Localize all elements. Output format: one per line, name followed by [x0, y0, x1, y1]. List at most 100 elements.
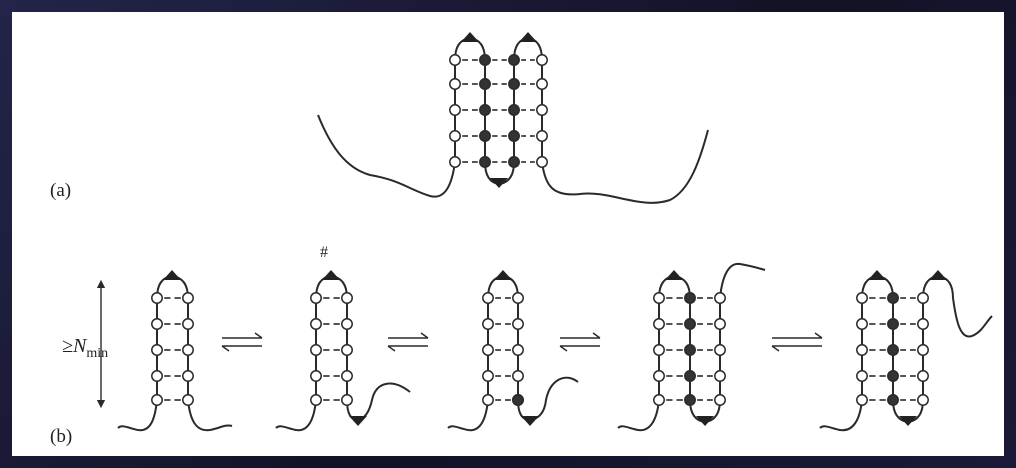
- open-node: [715, 293, 725, 303]
- open-node: [857, 319, 867, 329]
- filled-node: [509, 131, 519, 141]
- equilibrium-arrow-4: [772, 333, 822, 351]
- tail: [518, 378, 578, 420]
- open-node: [342, 371, 352, 381]
- equilibrium-arrow-1: [222, 333, 262, 351]
- turn-up-triangle: [461, 32, 479, 42]
- residue-nodes: [152, 55, 928, 405]
- open-node: [342, 319, 352, 329]
- turn-down-triangle: [521, 416, 539, 426]
- open-node: [857, 395, 867, 405]
- filled-node: [888, 345, 898, 355]
- open-node: [342, 345, 352, 355]
- open-node: [654, 345, 664, 355]
- tail: [188, 400, 232, 430]
- tail: [618, 400, 659, 430]
- turn-up-triangle: [519, 32, 537, 42]
- open-node: [654, 293, 664, 303]
- open-node: [857, 371, 867, 381]
- filled-node: [480, 55, 490, 65]
- open-node: [918, 371, 928, 381]
- open-node: [183, 293, 193, 303]
- turn-up-triangle: [322, 270, 340, 280]
- filled-node: [685, 371, 695, 381]
- open-node: [152, 395, 162, 405]
- open-node: [450, 105, 460, 115]
- open-node: [152, 371, 162, 381]
- open-node: [450, 55, 460, 65]
- turn-up-triangle: [929, 270, 947, 280]
- open-node: [537, 55, 547, 65]
- open-node: [450, 79, 460, 89]
- open-node: [918, 345, 928, 355]
- open-node: [483, 371, 493, 381]
- filled-node: [685, 319, 695, 329]
- tail: [118, 400, 157, 430]
- open-node: [918, 395, 928, 405]
- hairpin-diagram: (a) (b) ≥Nmin #: [12, 12, 1004, 456]
- open-node: [152, 293, 162, 303]
- filled-node: [888, 395, 898, 405]
- open-node: [311, 371, 321, 381]
- filled-node: [480, 157, 490, 167]
- open-node: [918, 319, 928, 329]
- open-node: [342, 395, 352, 405]
- open-node: [537, 131, 547, 141]
- open-node: [342, 293, 352, 303]
- open-node: [715, 345, 725, 355]
- turn-triangles: [163, 32, 947, 426]
- turn-down-triangle: [349, 416, 367, 426]
- filled-node: [509, 79, 519, 89]
- turn-up-triangle: [163, 270, 181, 280]
- open-node: [715, 371, 725, 381]
- panel-b-label: (b): [50, 426, 72, 447]
- filled-node: [509, 157, 519, 167]
- filled-node: [685, 395, 695, 405]
- open-node: [311, 319, 321, 329]
- open-node: [152, 319, 162, 329]
- open-node: [715, 395, 725, 405]
- open-node: [537, 79, 547, 89]
- tail: [820, 400, 862, 430]
- open-node: [537, 105, 547, 115]
- tail: [347, 384, 410, 420]
- open-node: [654, 319, 664, 329]
- open-node: [311, 293, 321, 303]
- filled-node: [685, 293, 695, 303]
- open-node: [918, 293, 928, 303]
- open-node: [537, 157, 547, 167]
- panel-a-label: (a): [50, 180, 71, 201]
- equilibrium-arrow-3: [560, 333, 600, 351]
- filled-node: [888, 371, 898, 381]
- tail: [542, 130, 708, 203]
- filled-node: [685, 345, 695, 355]
- filled-node: [480, 105, 490, 115]
- open-node: [857, 293, 867, 303]
- open-node: [483, 293, 493, 303]
- filled-node: [480, 79, 490, 89]
- open-node: [483, 319, 493, 329]
- turn-up-triangle: [665, 270, 683, 280]
- open-node: [513, 319, 523, 329]
- hash-marker: #: [320, 244, 328, 261]
- open-node: [513, 371, 523, 381]
- open-node: [311, 395, 321, 405]
- tail: [276, 400, 316, 430]
- filled-node: [888, 319, 898, 329]
- open-node: [654, 395, 664, 405]
- turn-up-triangle: [494, 270, 512, 280]
- filled-node: [480, 131, 490, 141]
- open-node: [311, 345, 321, 355]
- open-node: [183, 319, 193, 329]
- open-node: [483, 395, 493, 405]
- tail: [318, 115, 455, 197]
- equilibrium-arrow-2: [388, 333, 428, 351]
- turn-up-triangle: [868, 270, 886, 280]
- tail: [448, 400, 488, 430]
- open-node: [152, 345, 162, 355]
- open-node: [857, 345, 867, 355]
- tail: [953, 298, 992, 337]
- filled-node: [509, 55, 519, 65]
- open-node: [513, 293, 523, 303]
- open-node: [450, 157, 460, 167]
